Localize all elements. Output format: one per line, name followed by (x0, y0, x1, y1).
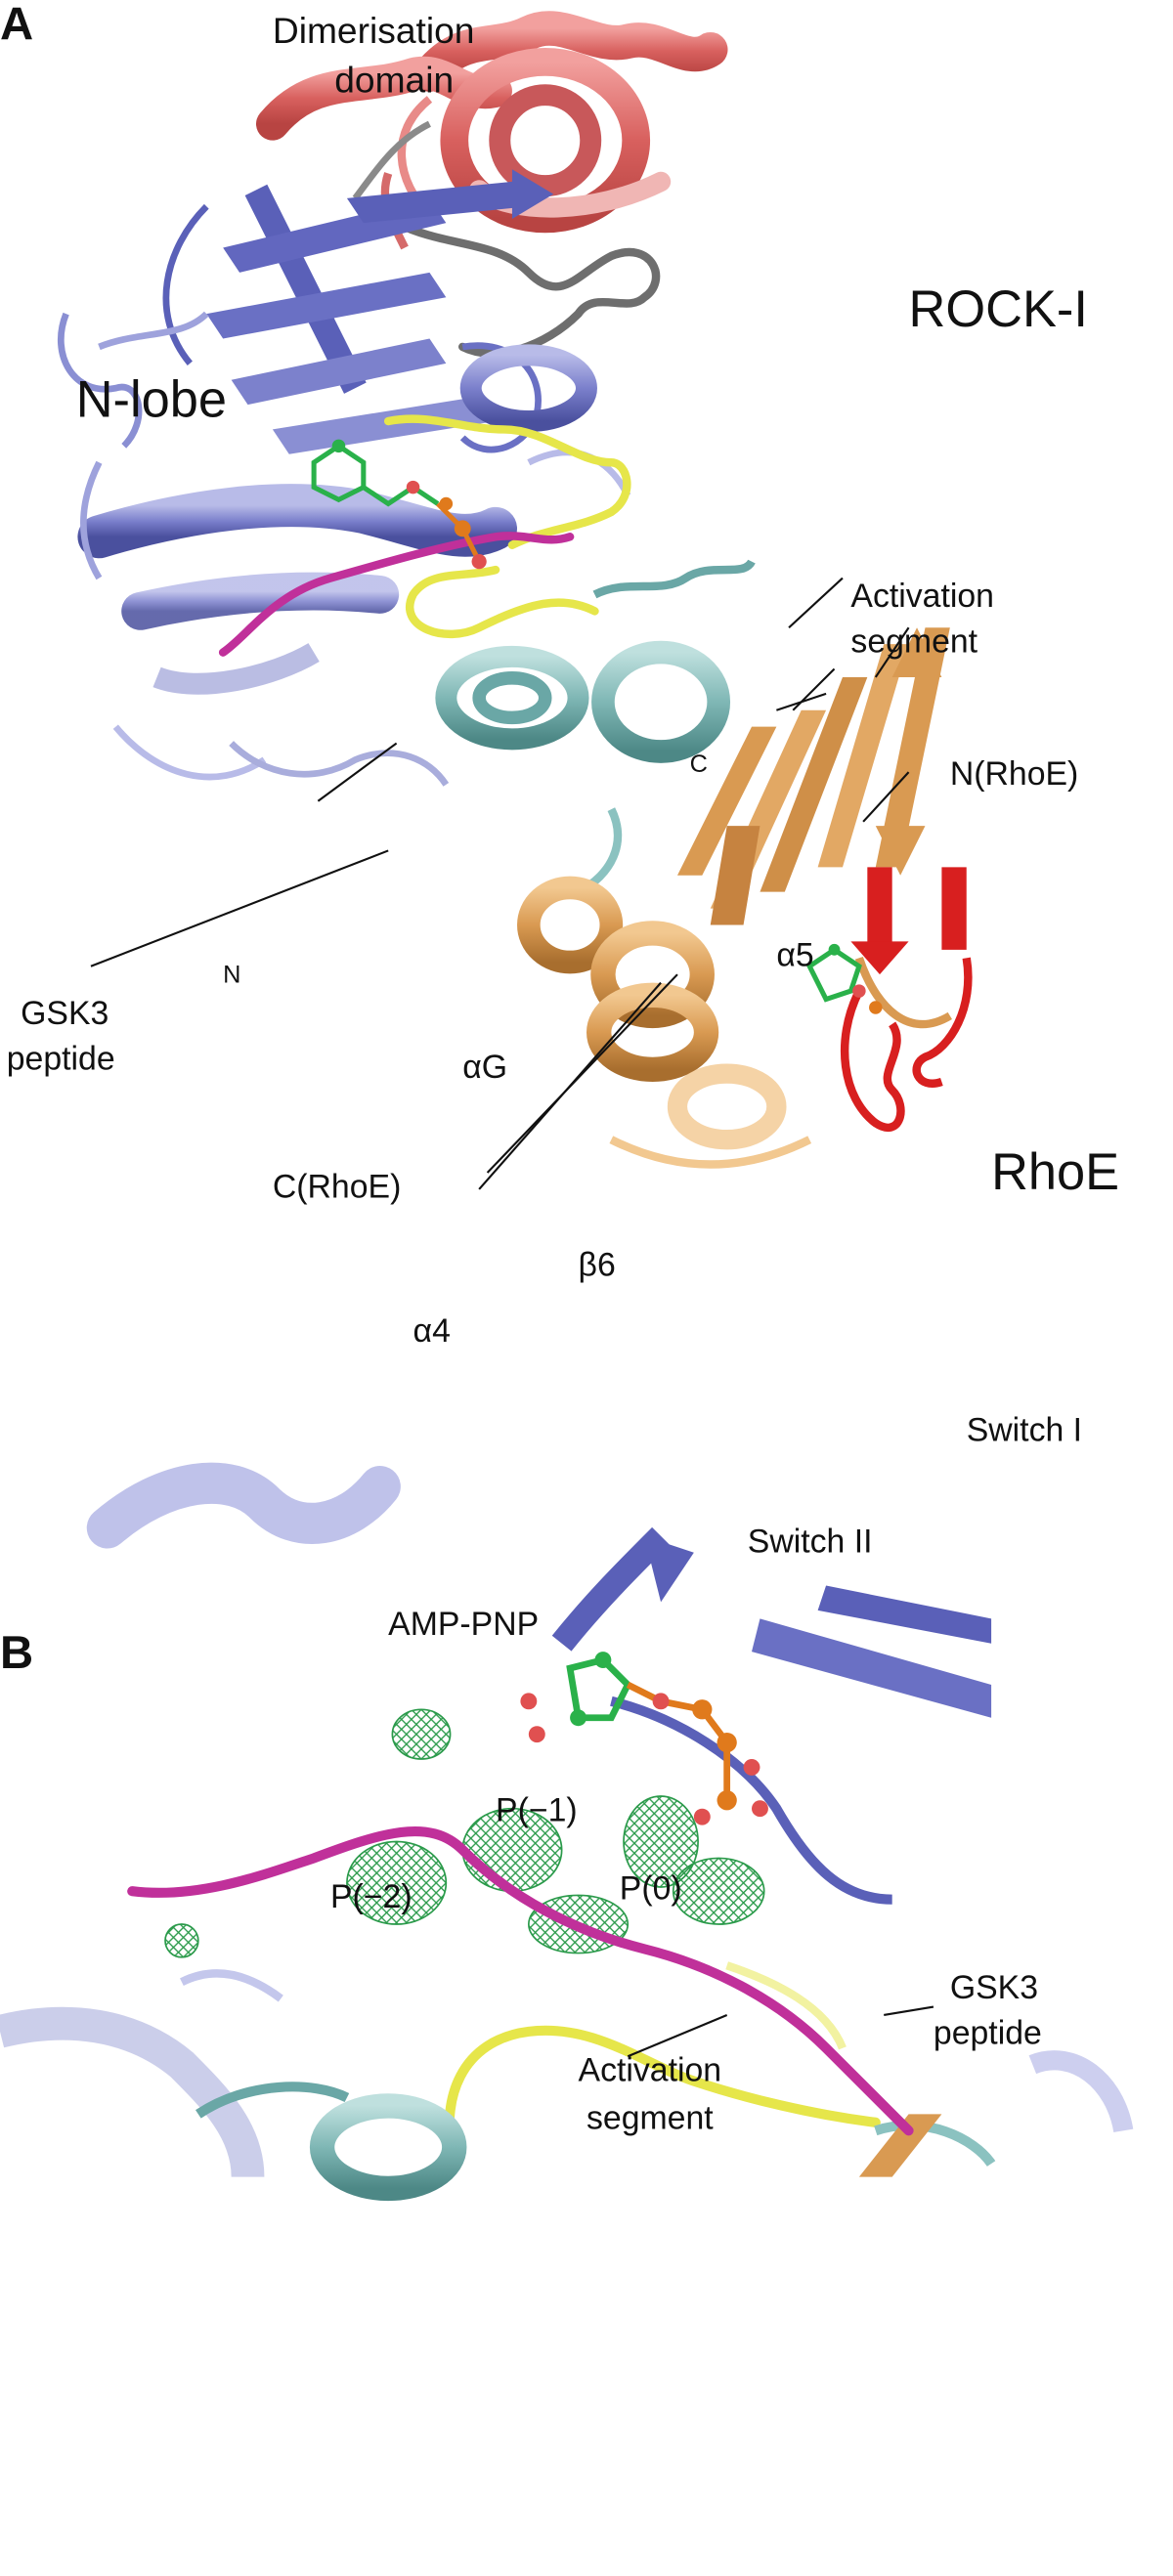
activation-segment-b (444, 2025, 881, 2169)
label-beta-6: β6 (579, 1247, 616, 1284)
label-dimerisation-line1: Dimerisation (273, 10, 475, 51)
leader-activation (788, 577, 844, 629)
leader-activation-line (792, 667, 836, 711)
linker-ribbon (352, 120, 661, 358)
leader-gsk3-b (884, 2005, 934, 2017)
label-dimerisation-line2: domain (334, 60, 454, 101)
panel-a-letter: A (0, 0, 33, 51)
leader-crhoe-line (478, 981, 662, 1190)
leader-activation-b (627, 2013, 728, 2058)
panel-a: A (0, 0, 1119, 1561)
kinase-ribbon-b (0, 1462, 1134, 2178)
switch-ribbon (840, 867, 973, 1133)
label-nrhoe: N(RhoE) (950, 755, 1078, 793)
rhoe-ribbon (517, 627, 953, 1169)
label-activation-line2: segment (850, 623, 978, 661)
dimerisation-domain-ribbon (255, 11, 728, 250)
teal-helix-b (309, 2093, 467, 2202)
label-gsk3-line2: peptide (7, 1040, 115, 1077)
label-activation-b-line1: Activation (579, 2052, 722, 2089)
panel-b-letter: B (0, 1627, 33, 1679)
activation-segment-b-tail (725, 1961, 847, 2050)
density-mesh-b (164, 1708, 765, 1958)
leader-gsk3 (317, 742, 398, 802)
label-alpha-g: αG (462, 1049, 507, 1086)
label-p0: P(0) (620, 1870, 682, 1908)
orange-strand-b (858, 2114, 942, 2177)
label-c-term: C (690, 751, 708, 778)
leader-gsk3-line (90, 849, 389, 967)
leader-crhoe (486, 973, 678, 1174)
label-activation-line1: Activation (850, 578, 994, 615)
label-pm2: P(−2) (330, 1878, 413, 1915)
label-gsk3-b-line2: peptide (934, 2015, 1042, 2052)
label-gsk3-line1: GSK3 (21, 995, 109, 1032)
label-switch-1: Switch I (967, 1412, 1082, 1449)
label-activation-b-line2: segment (586, 2100, 714, 2137)
label-gsk3-b-line1: GSK3 (950, 1969, 1038, 2006)
label-rhoe: RhoE (991, 1144, 1119, 1201)
label-pm1: P(−1) (496, 1791, 578, 1828)
ligand-amppnp-b (520, 1652, 768, 1825)
label-n-term: N (223, 962, 240, 989)
label-nlobe: N-lobe (76, 372, 227, 429)
leader-nrhoe (874, 626, 910, 678)
teal-loop-b-right (874, 2120, 996, 2168)
activation-segment-ribbon (383, 414, 631, 639)
ligand-amppnp-a (311, 439, 487, 570)
leader-lines-a (317, 577, 910, 1174)
gsk3-peptide-b (127, 1826, 914, 2136)
leader-nrhoe-line (862, 771, 910, 823)
n-lobe-ribbon (58, 169, 597, 454)
alpha-5-ribbon (591, 640, 731, 763)
panel-b: B (0, 1462, 1134, 2202)
label-alpha-5: α5 (776, 937, 813, 974)
label-switch-2: Switch II (748, 1524, 873, 1561)
label-alpha-4: α4 (413, 1312, 451, 1350)
teal-loop-b (196, 2082, 350, 2119)
label-amppnp: AMP-PNP (388, 1606, 539, 1643)
gsk3-peptide-ribbon (218, 532, 575, 657)
alpha-g-ribbon (435, 559, 756, 896)
ligand-gtp-a (805, 943, 883, 1014)
label-crhoe: C(RhoE) (273, 1168, 401, 1205)
label-rock: ROCK-I (909, 281, 1088, 338)
